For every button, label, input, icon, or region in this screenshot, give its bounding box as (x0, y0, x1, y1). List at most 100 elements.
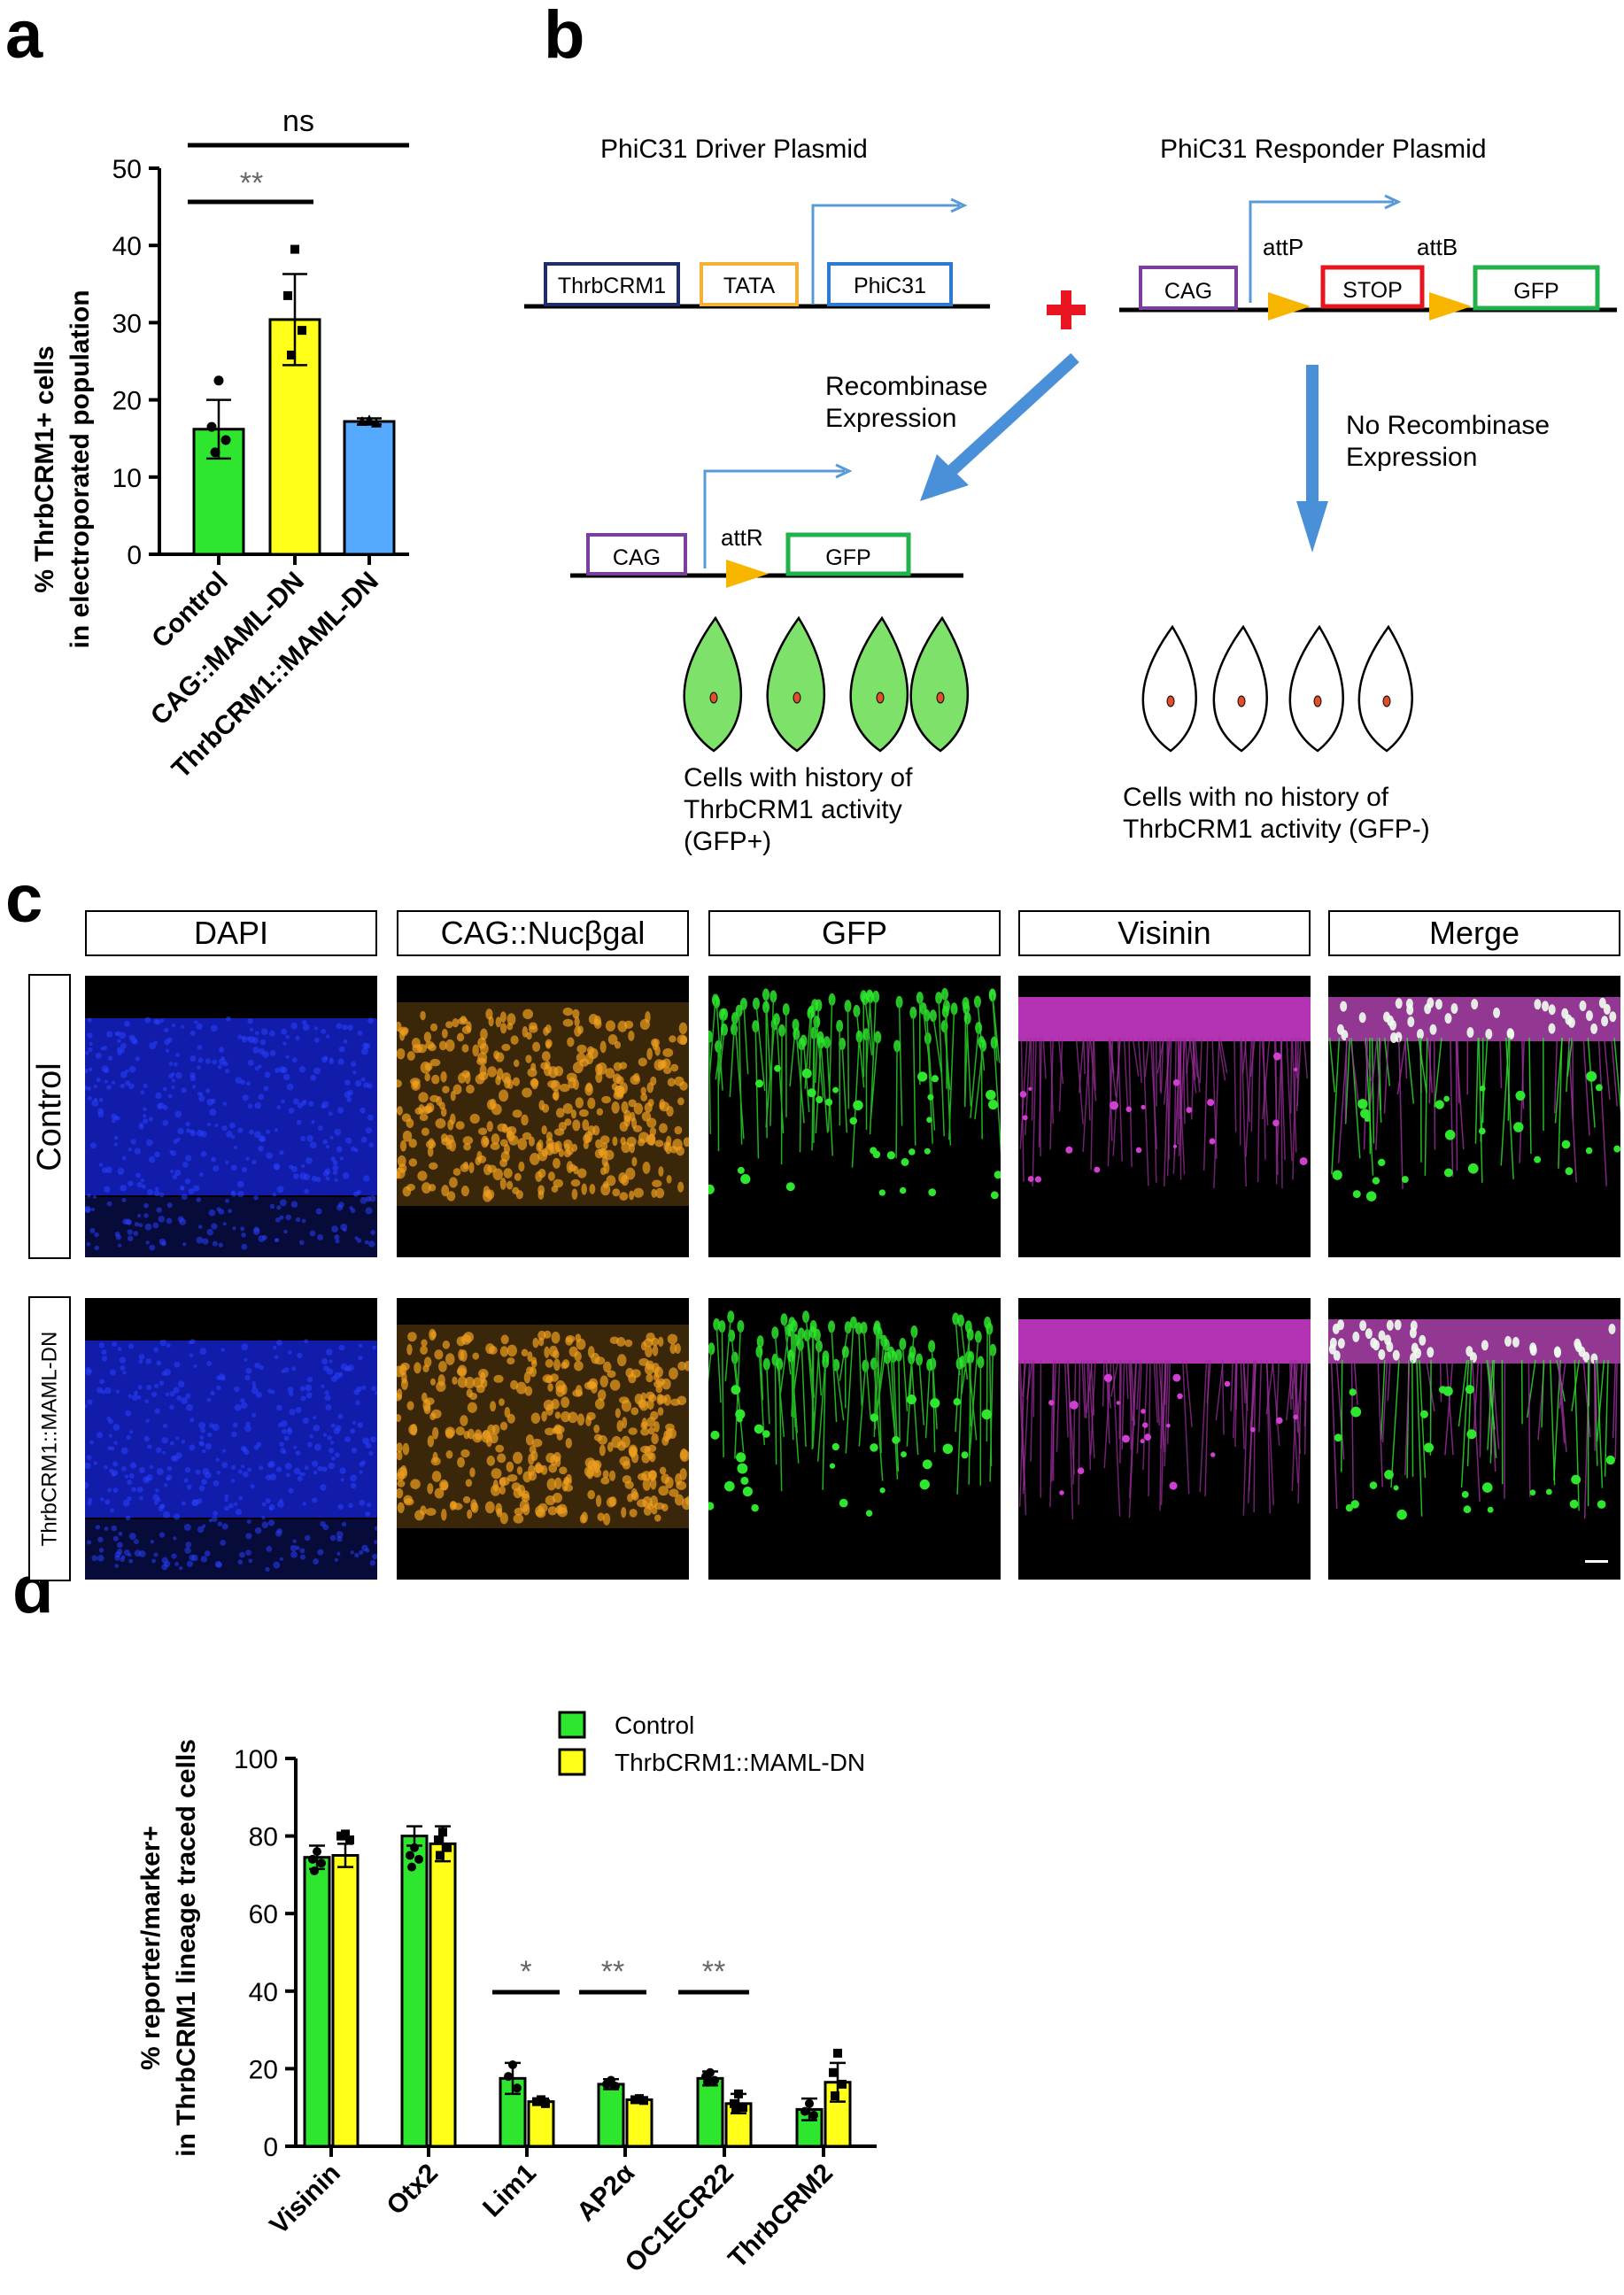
panel-d-bar (331, 1854, 360, 2148)
panel-d-data-point (317, 1858, 326, 1868)
responder-plasmid-title: PhiC31 Responder Plasmid (1160, 135, 1487, 164)
recombinase-label-1: Recombinase (825, 372, 987, 401)
panel-d-data-point (734, 2089, 743, 2098)
panel-d-data-point (407, 1862, 416, 1872)
column-header-2: GFP (708, 910, 1001, 956)
panel-a-bar-chart: % ThrbCRM1+ cells in electroporated popu… (30, 104, 409, 784)
micrograph-1-4 (1328, 1298, 1620, 1580)
panel-d-data-point (602, 2079, 611, 2089)
panel-d-y-tick-label: 0 (263, 2133, 278, 2162)
no-recombinase-label-2: Expression (1346, 443, 1477, 472)
panel-d-bar (303, 1856, 331, 2148)
panel-d-data-point (438, 1828, 447, 1837)
panel-a-data-point (210, 447, 220, 458)
nucleus-icon (709, 692, 718, 704)
panel-a-data-point (220, 435, 231, 445)
recombined-cag-label: CAG (613, 545, 661, 570)
panel-d-data-point (345, 1835, 354, 1844)
panel-d-data-point (308, 1854, 317, 1864)
nucleus-icon (793, 692, 801, 704)
micrograph-0-3 (1018, 976, 1311, 1257)
gfp-negative-cells (1141, 624, 1413, 753)
stop-box (1320, 265, 1425, 309)
panel-d-x-tick-label: Otx2 (381, 2159, 444, 2222)
plus-icon (1047, 290, 1086, 329)
panel-a-data-point (283, 290, 292, 300)
gfp-negative-cell (1357, 624, 1413, 753)
panel-d-data-point (730, 2098, 739, 2108)
panel-d-sig-label: ** (702, 1955, 725, 1989)
row-label-1: ThrbCRM1::MAML-DN (28, 1296, 71, 1581)
recombinase-arrow (920, 352, 1079, 501)
panel-d-data-point (611, 2082, 620, 2091)
micrograph-0-1 (397, 976, 689, 1257)
micrograph-1-2 (708, 1298, 1001, 1580)
panel-a-data-point (371, 417, 382, 428)
panel-d-data-point (710, 2075, 719, 2085)
panel-d-ylabel-line1: % reporter/marker+ (136, 1826, 166, 2070)
panel-a-data-point (213, 375, 224, 386)
legend-label: Control (615, 1712, 694, 1739)
scale-bar (1585, 1560, 1608, 1563)
driver-plasmid-title: PhiC31 Driver Plasmid (600, 135, 868, 164)
panel-d-data-point (809, 2110, 818, 2120)
attp-triangle (1268, 292, 1311, 321)
white-caption-1: Cells with no history of (1123, 783, 1389, 812)
panel-d-data-point (504, 2072, 513, 2082)
tata-label: TATA (723, 274, 776, 298)
panel-d-y-tick-label: 40 (249, 1978, 278, 2007)
panel-d-y-tick-label: 60 (249, 1900, 278, 1929)
panel-a-data-point (290, 244, 299, 254)
driver-plasmid: ThrbCRM1 TATA PhiC31 (524, 197, 990, 309)
micrograph-1-1 (397, 1298, 689, 1580)
panel-d-data-point (406, 1851, 414, 1860)
white-caption-2: ThrbCRM1 activity (GFP-) (1123, 815, 1430, 844)
panel-d-bar (429, 1842, 457, 2148)
recombined-plasmid: CAG GFP attR (570, 463, 963, 588)
panel-a-data-point (298, 326, 306, 336)
nucleus-icon (1166, 695, 1175, 707)
panel-a-sig-label-star: ** (240, 166, 263, 200)
gfp-positive-cell (766, 615, 826, 753)
panel-d-data-point (313, 1847, 321, 1857)
panel-d-x-tick-label: AP2α (571, 2158, 640, 2227)
nucleus-icon (1237, 695, 1246, 707)
panel-a-data-point (287, 351, 296, 360)
gfp-negative-cell (1141, 624, 1197, 753)
panel-d-bar (527, 2100, 555, 2148)
nucleus-icon (1313, 695, 1322, 707)
panel-d-x-tick-label: Lim1 (477, 2159, 542, 2223)
responder-gfp-label: GFP (1513, 279, 1558, 304)
recombined-gfp-label: GFP (825, 545, 870, 570)
panel-d-sig-label: ** (601, 1955, 624, 1989)
micrograph-0-2 (708, 976, 1001, 1257)
gfp-negative-cell (1288, 624, 1344, 753)
driver-promoter-arrow (811, 204, 960, 305)
panel-d-data-point (731, 2105, 740, 2114)
panel-d-bar-chart: % reporter/marker+ in ThrbCRM1 lineage t… (136, 1711, 877, 2278)
micrograph-0-0 (85, 976, 377, 1257)
responder-cag-box (1139, 266, 1238, 310)
phic31-box (827, 262, 953, 306)
panel-d-x-tick-label: ThrbCRM2 (723, 2159, 839, 2275)
panel-a-ylabel-line2: in electroporated population (66, 290, 95, 648)
panel-d-data-point (829, 2067, 838, 2077)
panel-letter-b: b (544, 0, 585, 73)
panel-d-data-point (630, 2095, 639, 2105)
gfp-negative-cell (1212, 624, 1268, 753)
nucleus-icon (1382, 695, 1391, 707)
green-caption-3: (GFP+) (684, 827, 771, 856)
panel-d-data-point (838, 2079, 847, 2089)
micrograph-1-0 (85, 1298, 377, 1580)
panel-a-data-point (364, 414, 375, 425)
panel-d-x-tick-label: Visinin (264, 2159, 345, 2240)
recombined-gfp-box (785, 532, 911, 576)
no-recombinase-label-1: No Recombinase (1346, 411, 1550, 440)
panel-d-data-point (513, 2083, 522, 2093)
panel-a-data-point (206, 421, 217, 432)
panel-a-y-tick-label: 40 (112, 232, 142, 261)
panel-a-ylabel-line1: % ThrbCRM1+ cells (30, 345, 59, 592)
panel-a-ylabel: % ThrbCRM1+ cells in electroporated popu… (30, 290, 95, 648)
column-header-0: DAPI (85, 910, 377, 956)
